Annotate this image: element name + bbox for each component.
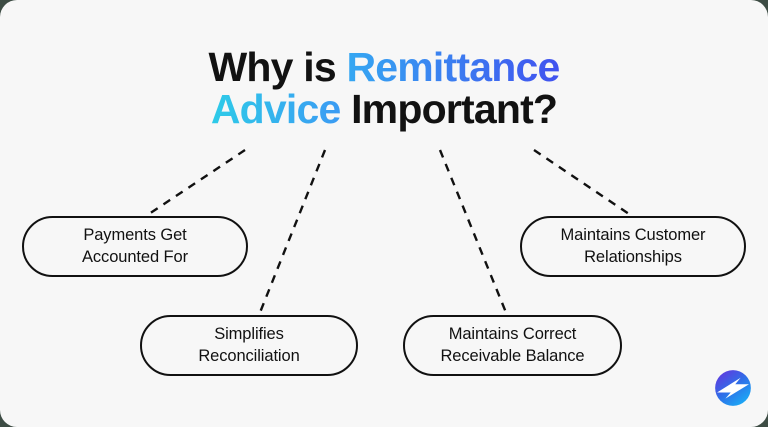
title-highlight-remittance: Remittance [346,44,560,90]
connector-line-simplifies [257,149,327,316]
connector-line-relationships [533,149,633,217]
node-label: Simplifies Reconciliation [198,324,300,365]
node-label: Payments Get Accounted For [81,225,188,266]
node-label: Maintains Correct Receivable Balance [440,324,585,365]
node-payments-get-accounted-for[interactable]: Payments Get Accounted For [22,216,248,277]
title-line-1: Why is Remittance [0,46,768,88]
title-line-2: Advice Important? [0,88,768,130]
brand-logo-icon [715,370,751,406]
connector-line-receivable [438,149,509,316]
node-label: Maintains Customer Relationships [560,225,706,266]
title-highlight-advice: Advice [210,86,341,133]
page-title: Why is Remittance Advice Important? [0,46,768,130]
title-plain-important: Important? [340,86,558,133]
title-plain-why-is: Why is [208,44,347,90]
node-maintains-customer-relationships[interactable]: Maintains Customer Relationships [520,216,746,277]
node-simplifies-reconciliation[interactable]: Simplifies Reconciliation [140,315,358,376]
node-maintains-correct-receivable-balance[interactable]: Maintains Correct Receivable Balance [403,315,622,376]
connector-line-payments [145,149,246,217]
